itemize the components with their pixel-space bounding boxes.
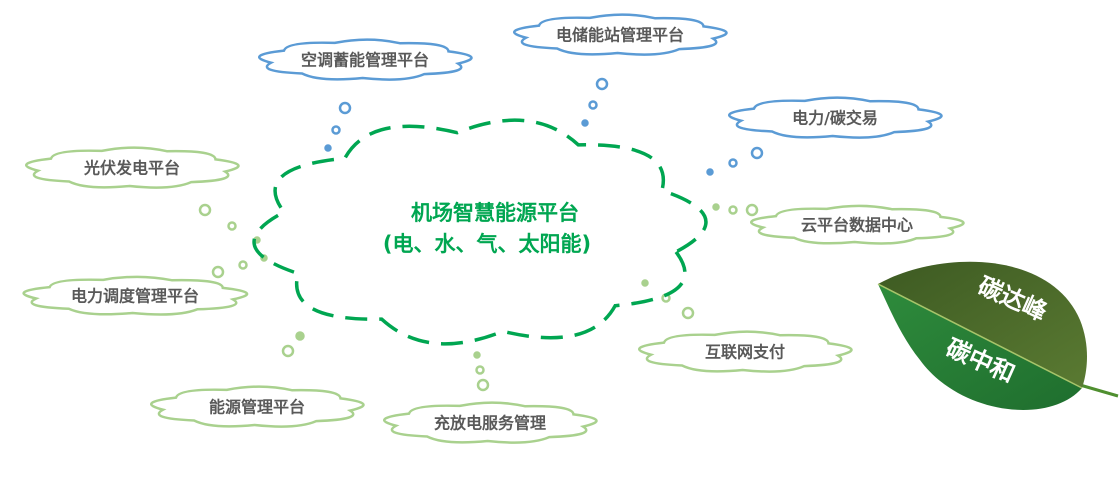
thought-bubble-dot: [476, 378, 490, 392]
leaf-upper-half: [878, 261, 1087, 388]
thought-bubble-dot: [227, 221, 237, 231]
platform-node: 电力调度管理平台: [22, 275, 249, 316]
platform-node: 能源管理平台: [150, 385, 365, 428]
leaf-midrib: [877, 283, 1083, 389]
thought-bubbles: [198, 77, 764, 392]
thought-bubble-dot: [745, 203, 759, 217]
platform-node: 充放电服务管理: [383, 401, 598, 444]
thought-bubble-dot: [238, 260, 248, 270]
cloud-outline: [25, 146, 240, 189]
cloud-outline: [258, 38, 473, 81]
platform-label: 空调蓄能管理平台: [301, 51, 429, 70]
platform-node: 空调蓄能管理平台: [258, 38, 473, 81]
thought-bubble-dot: [588, 100, 598, 110]
platform-node: 电力/碳交易: [728, 96, 943, 139]
cloud-outline: [150, 385, 365, 428]
leaf-lower-half: [878, 284, 1082, 410]
center-title: 机场智慧能源平台: [411, 201, 579, 225]
thought-bubble-dot: [750, 146, 764, 160]
thought-bubble-dot: [595, 77, 609, 91]
thought-bubble-dot: [338, 101, 352, 115]
carbon-leaf: 碳达峰 碳中和: [877, 261, 1119, 410]
thought-bubble-dot: [641, 279, 649, 287]
thought-bubble-dot: [706, 168, 714, 176]
thought-bubble-dot: [681, 306, 695, 320]
cloud-outline: [383, 401, 598, 444]
platform-label: 光伏发电平台: [83, 159, 180, 178]
center-cloud-outline: [252, 118, 708, 346]
clouds: 空调蓄能管理平台 电储能站管理平台电力/碳交易光伏发电平台云平台数据中心电力调度管…: [22, 13, 965, 444]
platform-node: 电储能站管理平台: [513, 13, 728, 56]
thought-bubble-dot: [728, 205, 738, 215]
cloud-outline: [22, 275, 249, 316]
platform-label: 互联网支付: [705, 343, 785, 362]
cloud-outline: [638, 330, 853, 373]
thought-bubble-dot: [198, 203, 212, 217]
thought-bubble-dot: [281, 344, 295, 358]
thought-bubble-dot: [295, 331, 305, 341]
platform-label: 充放电服务管理: [434, 414, 546, 433]
thought-bubble-dot: [581, 119, 589, 127]
thought-bubble-dot: [712, 203, 720, 211]
center-cloud: 机场智慧能源平台 (电、水、气、太阳能): [252, 118, 708, 346]
thought-bubble-dot: [211, 265, 225, 279]
thought-bubble-dot: [728, 158, 738, 168]
leaf-stem: [1079, 383, 1119, 398]
platform-label: 电力/碳交易: [792, 109, 878, 128]
platform-node: 光伏发电平台: [25, 146, 240, 189]
cloud-outline: [728, 96, 943, 139]
thought-bubble-dot: [324, 144, 332, 152]
platform-node: 云平台数据中心: [750, 204, 965, 245]
cloud-outline: [513, 13, 728, 56]
cloud-outline: [750, 204, 965, 245]
thought-bubble-dot: [331, 125, 341, 135]
platform-label: 能源管理平台: [209, 398, 305, 417]
platform-label: 电储能站管理平台: [556, 26, 684, 45]
platform-label: 电力调度管理平台: [71, 287, 199, 306]
center-subtitle: (电、水、气、太阳能): [383, 232, 591, 256]
platform-node: 互联网支付: [638, 330, 853, 373]
platform-label: 云平台数据中心: [801, 216, 913, 235]
thought-bubble-dot: [475, 365, 485, 375]
thought-bubble-dot: [473, 351, 481, 359]
